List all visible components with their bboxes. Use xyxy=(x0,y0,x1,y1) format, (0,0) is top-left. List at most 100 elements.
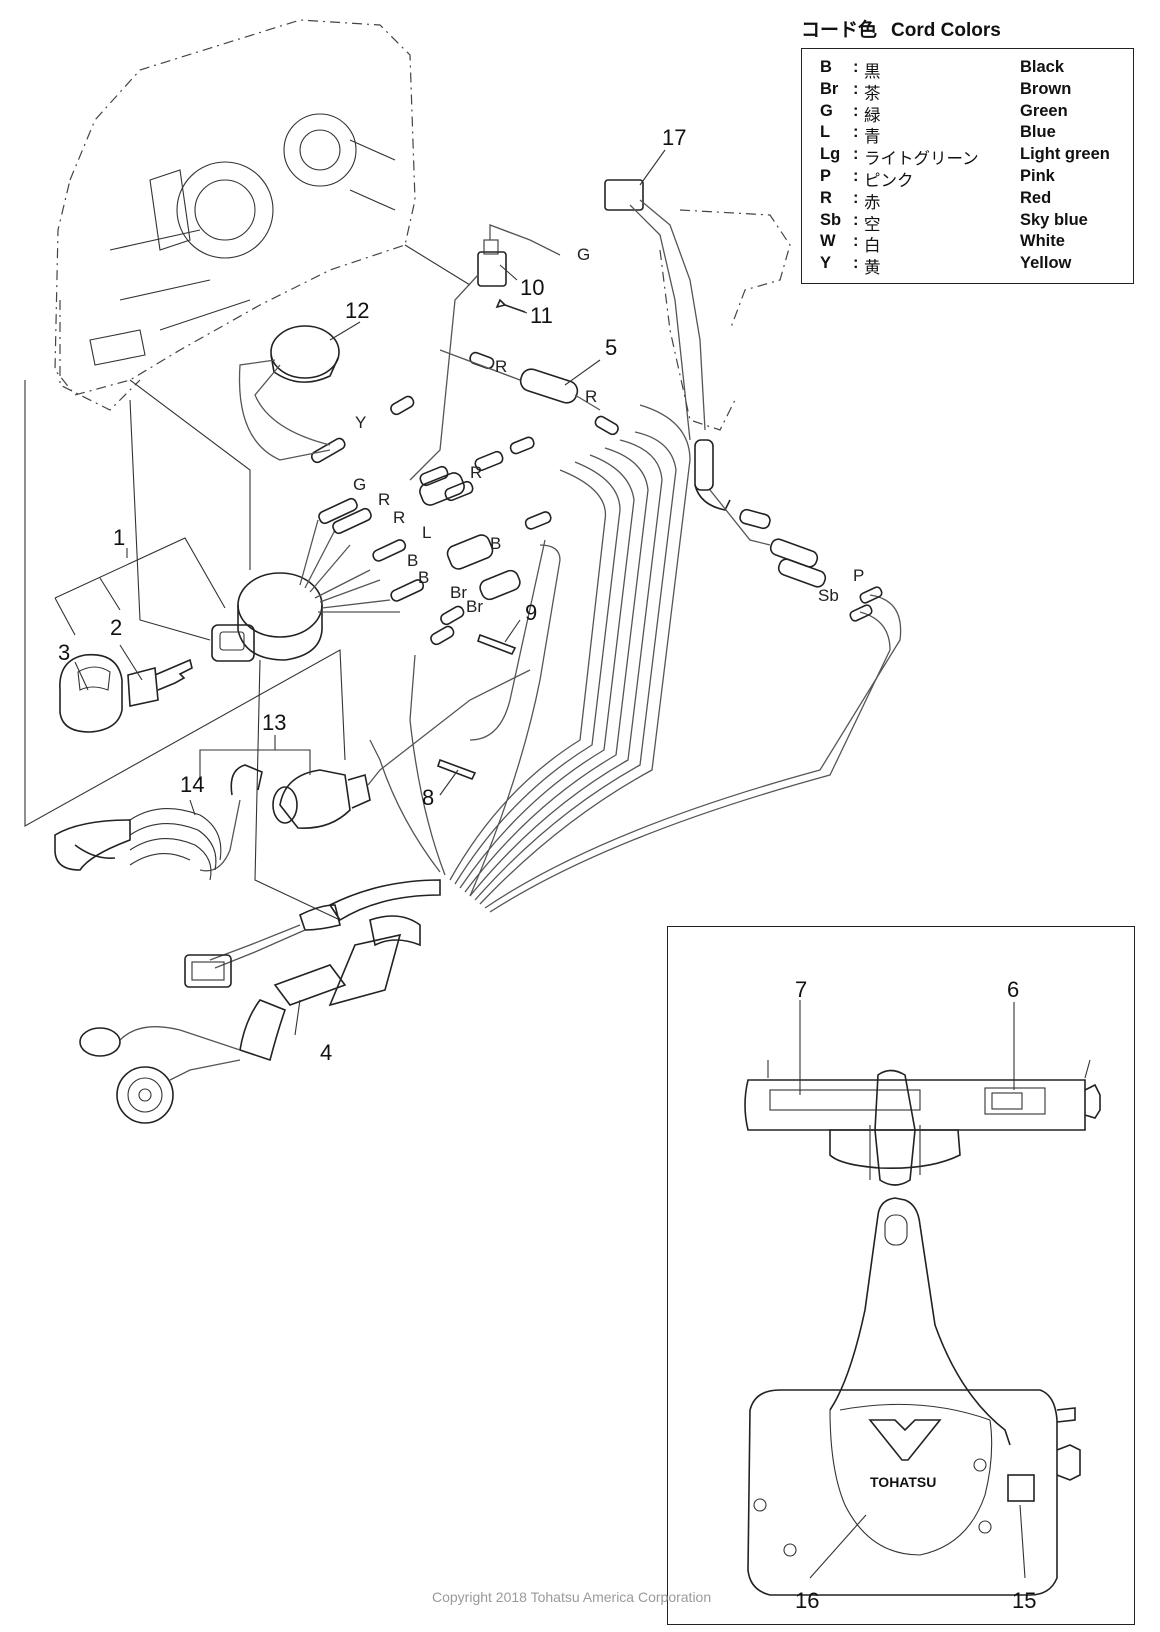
wiring-harness xyxy=(369,404,902,913)
part-3-key-cap xyxy=(59,653,123,733)
legend-jp: 青 xyxy=(864,128,881,147)
legend-jp: 白 xyxy=(864,237,881,256)
copyright-text: Copyright 2018 Tohatsu America Corporati… xyxy=(432,1589,712,1605)
legend-code: L xyxy=(820,123,831,142)
legend-jp: ライトグリーン xyxy=(864,150,979,169)
part-11-screw xyxy=(495,298,526,313)
remote-control-inset-frame xyxy=(667,926,1135,1625)
wire-color-labels: G R R Y G R R R L B B B Br Br P Sb xyxy=(353,245,864,616)
wire-label-g-low: G xyxy=(353,475,366,494)
legend-en: Yellow xyxy=(1020,254,1072,273)
callout-14: 14 xyxy=(180,772,204,797)
wire-label-br-b: Br xyxy=(466,597,483,616)
wire-connectors xyxy=(310,351,619,646)
callout-13: 13 xyxy=(262,710,286,735)
legend-code: P xyxy=(820,166,832,185)
part-14-lanyard xyxy=(54,764,263,881)
wire-label-g-top: G xyxy=(577,245,590,264)
part-4-cable xyxy=(79,879,441,1124)
part-9-terminal xyxy=(476,633,517,656)
inset-top-view: 7 6 xyxy=(744,977,1101,1186)
callout-6: 6 xyxy=(1007,977,1019,1002)
part-17-connector xyxy=(604,179,883,622)
legend-en: Red xyxy=(1020,188,1052,207)
part-13-stop-switch xyxy=(272,669,531,829)
wire-label-r-c: R xyxy=(470,463,482,482)
legend-code: B xyxy=(820,58,832,76)
legend-jp: 赤 xyxy=(864,193,881,212)
ignition-switch xyxy=(211,572,323,662)
callout-10: 10 xyxy=(520,275,544,300)
wire-label-r-a: R xyxy=(378,490,390,509)
part-12-buzzer xyxy=(238,325,340,461)
logo-text: TOHATSU xyxy=(870,1474,936,1490)
callout-numbers: 1 2 3 4 5 8 9 10 11 12 13 14 17 xyxy=(58,125,686,1065)
legend-jp: 空 xyxy=(864,215,881,234)
legend-en: Sky blue xyxy=(1020,210,1088,229)
leader-lines xyxy=(24,244,471,921)
bracket-1 xyxy=(54,537,226,636)
callout-1: 1 xyxy=(113,525,125,550)
legend-jp: 黄 xyxy=(864,259,881,278)
callout-2: 2 xyxy=(110,615,122,640)
control-box-housing xyxy=(54,19,416,411)
callout-3: 3 xyxy=(58,640,70,665)
cord-colors-title-en: Cord Colors xyxy=(891,20,1001,41)
part-5-tube xyxy=(439,349,601,411)
callout-5: 5 xyxy=(605,335,617,360)
callout-17: 17 xyxy=(662,125,686,150)
callout-8: 8 xyxy=(422,785,434,810)
callout-9: 9 xyxy=(525,600,537,625)
legend-code: Y xyxy=(820,254,832,273)
legend-code: R xyxy=(820,188,832,207)
callout-15: 15 xyxy=(1012,1588,1036,1613)
callout-4: 4 xyxy=(320,1040,332,1065)
legend-code: Lg xyxy=(820,145,841,164)
legend-en: Light green xyxy=(1020,145,1110,164)
callout-leaders xyxy=(74,149,666,1036)
part-8-terminal xyxy=(436,758,477,781)
legend-en: Black xyxy=(1020,58,1065,76)
wire-label-sb: Sb xyxy=(818,586,839,605)
legend-en: Blue xyxy=(1020,123,1056,142)
wire-label-r-b: R xyxy=(393,508,405,527)
wire-label-p: P xyxy=(853,566,864,585)
part-10-relay xyxy=(409,224,561,481)
wire-label-r-mid: R xyxy=(585,387,597,406)
legend-en: Pink xyxy=(1020,166,1055,185)
legend-jp: 緑 xyxy=(864,106,881,125)
legend-jp: 茶 xyxy=(864,84,881,103)
callout-11: 11 xyxy=(530,303,553,328)
legend-en: Brown xyxy=(1020,79,1072,98)
legend-en: Green xyxy=(1020,101,1068,120)
wire-label-r-top: R xyxy=(495,357,507,376)
wire-label-l: L xyxy=(422,523,431,542)
callout-12: 12 xyxy=(345,298,369,323)
wire-label-b-c: B xyxy=(490,534,501,553)
wire-label-b-b: B xyxy=(418,568,429,587)
legend-en: White xyxy=(1020,232,1065,251)
legend-jp: ピンク xyxy=(864,171,914,190)
callout-16: 16 xyxy=(795,1588,819,1613)
part-2-key xyxy=(127,658,193,707)
legend-jp: 黒 xyxy=(864,63,881,81)
callout-7: 7 xyxy=(795,977,807,1002)
switch-connectors xyxy=(299,497,425,613)
legend-code: W xyxy=(820,232,836,251)
wire-label-br-a: Br xyxy=(450,583,467,602)
legend-code: Br xyxy=(820,79,839,98)
inset-side-view: TOHATSU 16 15 xyxy=(747,1197,1081,1613)
legend-code: Sb xyxy=(820,210,842,229)
